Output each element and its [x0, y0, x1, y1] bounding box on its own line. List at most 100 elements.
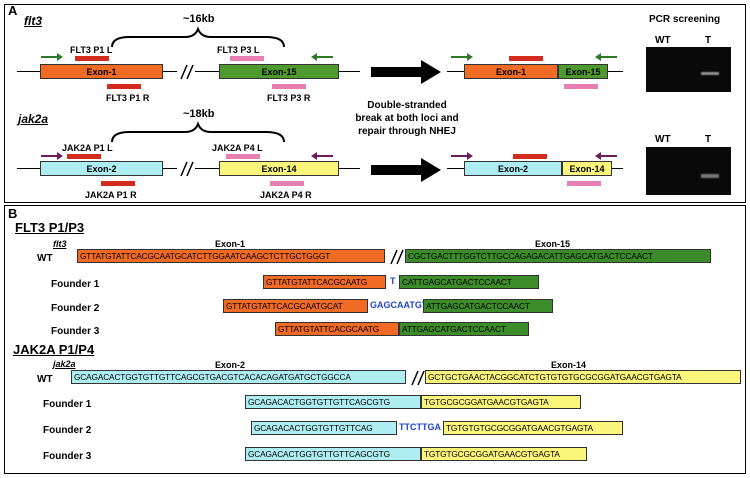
- flt3-repair-arrow-icon: [371, 60, 441, 84]
- flt3-reverse-arrow-icon: [311, 53, 333, 61]
- jak2a-seq-heading: JAK2A P1/P4: [13, 342, 95, 357]
- jak2a-reverse-arrow-icon: [311, 152, 333, 160]
- jak2a-gel-wt-label: WT: [655, 134, 671, 145]
- flt3-founder3-label: Founder 3: [51, 326, 100, 337]
- flt3-gel-image: [646, 47, 731, 92]
- jak2a-gel-t-label: T: [705, 134, 712, 145]
- flt3-break-mark: [180, 64, 194, 80]
- flt3-product-exon15: Exon-15: [558, 64, 608, 79]
- flt3-founder3-left-sequence: GTTATGTATTCACGCAATG: [275, 322, 399, 336]
- jak2a-seq-gene: jak2a: [53, 359, 76, 369]
- flt3-wt-left-sequence: GTTATGTATTCACGCAATGCATCTTGGAATCAAGCTCTTG…: [77, 249, 385, 263]
- pcr-screening-label: PCR screening: [649, 14, 721, 25]
- jak2a-gel-image: [646, 147, 731, 195]
- jak2a-founder3-label: Founder 3: [43, 451, 92, 462]
- flt3-p3l-primer: [230, 56, 264, 61]
- flt3-product-exon1: Exon-1: [464, 64, 558, 79]
- flt3-p1r-label: FLT3 P1 R: [106, 93, 150, 103]
- jak2a-product-exon2: Exon-2: [464, 161, 562, 176]
- jak2a-p4l-label: JAK2A P4 L: [212, 143, 263, 153]
- jak2a-product-p1l-primer: [513, 154, 547, 159]
- jak2a-wt-left-sequence: GCAGACACTGGTGTTGTTCAGCGTGACGTCACACAGATGA…: [71, 370, 406, 384]
- flt3-p3l-label: FLT3 P3 L: [217, 45, 260, 55]
- jak2a-founder3-right-sequence: TGTGTGCGCGGATGAACGTGAGTA: [421, 447, 587, 461]
- jak2a-distance: ~18kb: [183, 108, 215, 120]
- jak2a-product-p4r-primer: [567, 181, 601, 186]
- jak2a-repair-arrow-icon: [371, 158, 441, 182]
- jak2a-product-exon14: Exon-14: [562, 161, 612, 176]
- flt3-row-label: WT: [37, 253, 53, 264]
- jak2a-product-reverse-arrow-icon: [595, 152, 617, 160]
- jak2a-exon14-box: Exon-14: [219, 161, 339, 176]
- flt3-forward-arrow-icon: [41, 53, 63, 61]
- flt3-p1l-primer: [75, 56, 109, 61]
- panel-b: B FLT3 P1/P3 flt3 Exon-1 Exon-15 WT GTTA…: [4, 205, 746, 474]
- jak2a-seq-exon-left: Exon-2: [215, 360, 246, 370]
- jak2a-product-forward-arrow-icon: [451, 152, 473, 160]
- repair-line-1: Double-stranded: [367, 100, 447, 111]
- jak2a-founder1-right-sequence: TGTGCGCGGATGAACGTGAGTA: [421, 395, 581, 409]
- jak2a-gel-band: [701, 174, 719, 178]
- jak2a-wt-right-sequence: GCTGCTGAACTACGGCATCTGTGTGTGCGCGGATGAACGT…: [425, 370, 741, 384]
- flt3-gel-band: [701, 72, 719, 75]
- jak2a-founder2-insertion: TTCTTGA: [399, 422, 441, 432]
- flt3-gel-t-label: T: [705, 35, 712, 46]
- flt3-exon15-box: Exon-15: [219, 64, 339, 79]
- flt3-product-p1l-primer: [509, 56, 543, 61]
- jak2a-founder1-label: Founder 1: [43, 399, 92, 410]
- jak2a-seq-exon-right: Exon-14: [551, 360, 587, 370]
- jak2a-gene-title: jak2a: [18, 112, 49, 126]
- flt3-gene-title: flt3: [24, 14, 42, 28]
- jak2a-founder2-left-sequence: GCAGACACTGGTGTTGTTCAG: [251, 421, 397, 435]
- jak2a-founder3-left-sequence: GCAGACACTGGTGTTGTTCAGCGTG: [245, 447, 421, 461]
- jak2a-break-mark: [180, 161, 194, 177]
- repair-line-2: break at both loci and: [355, 113, 459, 124]
- flt3-p1l-label: FLT3 P1 L: [70, 45, 113, 55]
- flt3-founder1-insertion: T: [390, 276, 396, 286]
- flt3-seq-heading: FLT3 P1/P3: [15, 220, 85, 235]
- jak2a-p1r-primer: [101, 181, 135, 186]
- flt3-founder3-right-sequence: ATTGAGCATGACTCCAACT: [399, 322, 529, 336]
- flt3-wt-right-sequence: CGCTGACTTTGGTCTTGCCAGAGACATTGAGCATGACTCC…: [405, 249, 711, 263]
- flt3-founder2-right-sequence: ATTGAGCATGACTCCAACT: [423, 299, 553, 313]
- jak2a-founder2-right-sequence: TGTGTGTGCGCGGATGAACGTGAGTA: [443, 421, 623, 435]
- jak2a-founder2-label: Founder 2: [43, 425, 92, 436]
- jak2a-brace: [111, 121, 285, 143]
- flt3-product-reverse-arrow-icon: [595, 53, 617, 61]
- flt3-product-forward-arrow-icon: [451, 53, 473, 61]
- flt3-seq-break-mark: [390, 249, 404, 265]
- flt3-distance: ~16kb: [183, 13, 215, 25]
- jak2a-founder1-left-sequence: GCAGACACTGGTGTTGTTCAGCGTG: [245, 395, 421, 409]
- jak2a-p4l-primer: [226, 154, 260, 159]
- flt3-p3r-primer: [272, 84, 306, 89]
- jak2a-p1l-label: JAK2A P1 L: [62, 143, 113, 153]
- jak2a-p1r-label: JAK2A P1 R: [85, 190, 137, 200]
- panel-b-label: B: [8, 206, 18, 221]
- flt3-seq-gene: flt3: [53, 239, 67, 249]
- panel-a: A PCR screening flt3 ~16kb FLT3 P1 L FLT…: [4, 3, 746, 203]
- flt3-founder2-left-sequence: GTTATGTATTCACGCAATGCAT: [223, 299, 368, 313]
- flt3-brace: [111, 26, 285, 48]
- jak2a-p1l-primer: [67, 154, 101, 159]
- jak2a-exon2-box: Exon-2: [40, 161, 163, 176]
- repair-description: Double-stranded break at both loci and r…: [337, 99, 477, 138]
- panel-a-label: A: [8, 3, 18, 18]
- jak2a-p4r-label: JAK2A P4 R: [260, 190, 312, 200]
- jak2a-p4r-primer: [270, 181, 304, 186]
- jak2a-wt-label: WT: [37, 374, 53, 385]
- flt3-seq-exon-right: Exon-15: [535, 239, 571, 249]
- flt3-gel-wt-label: WT: [655, 35, 671, 46]
- flt3-founder1-left-sequence: GTTATGTATTCACGCAATG: [263, 275, 386, 289]
- flt3-product-p3r-primer: [564, 84, 598, 89]
- jak2a-forward-arrow-icon: [41, 152, 63, 160]
- flt3-p3r-label: FLT3 P3 R: [267, 93, 311, 103]
- flt3-exon1-box: Exon-1: [40, 64, 163, 79]
- flt3-seq-exon-left: Exon-1: [215, 239, 246, 249]
- flt3-founder1-label: Founder 1: [51, 279, 100, 290]
- flt3-founder2-label: Founder 2: [51, 303, 100, 314]
- repair-line-3: repair through NHEJ: [358, 126, 456, 137]
- flt3-founder1-right-sequence: CATTGAGCATGACTCCAACT: [399, 275, 539, 289]
- flt3-founder2-insertion: GAGCAATGT: [370, 300, 428, 310]
- jak2a-seq-break-mark: [411, 370, 425, 386]
- flt3-p1r-primer: [107, 84, 141, 89]
